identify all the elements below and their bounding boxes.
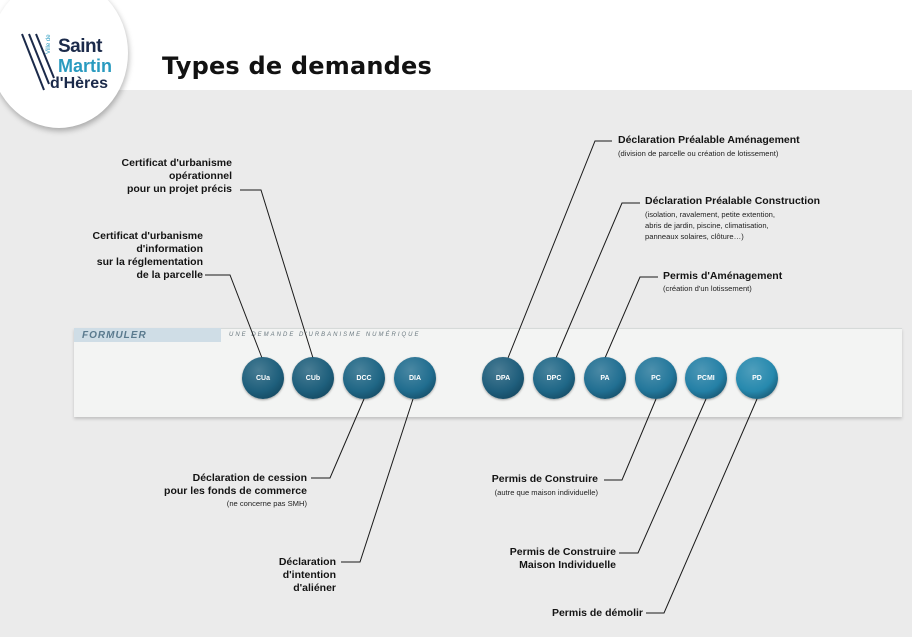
logo [0,0,128,128]
logo-text-saint: Saint [58,36,102,57]
label-cua-line: de la parcelle [136,269,203,281]
label-dia: Déclaration d'intention d'aliéner [279,556,336,595]
connector-cub [240,189,314,359]
logo-mark-icon [21,33,55,91]
label-dpc-note-line: panneaux solaires, clôture…) [645,232,744,241]
connector-dia [341,398,414,563]
connector-pc [604,398,657,481]
bubble-cub[interactable]: CUb [292,357,334,399]
bubble-dcc[interactable]: DCC [343,357,385,399]
label-dpa-note: (division de parcelle ou création de lot… [618,149,779,158]
label-pcmi: Permis de Construire Maison Individuelle [510,546,616,572]
logo-text-heres: d'Hères [50,75,109,92]
connector-dpc [555,202,640,359]
label-dpa-title: Déclaration Préalable Aménagement [618,134,800,146]
label-cua-line: Certificat d'urbanisme [92,230,203,242]
label-pd: Permis de démolir [551,607,643,619]
connector-dpa [507,140,612,359]
label-dcc: Déclaration de cession pour les fonds de… [164,472,307,498]
bubble-pc-label: PC [651,374,661,382]
label-dcc-line: pour les fonds de commerce [164,485,307,497]
label-cub-line: opérationnel [168,170,232,182]
logo-text-martin: Martin [58,56,112,76]
label-pcmi-line: Maison Individuelle [519,559,616,571]
bubble-pd[interactable]: PD [736,357,778,399]
connector-pcmi [619,398,707,554]
bubble-cua[interactable]: CUa [242,357,284,399]
bubble-pc[interactable]: PC [635,357,677,399]
bubble-pd-label: PD [752,374,762,382]
connector-dcc [311,398,365,479]
header-band [0,0,912,90]
connector-cua [205,274,263,359]
label-dpc-notes: (isolation, ravalement, petite extention… [645,209,775,242]
label-cua-line: sur la réglementation [96,256,203,268]
connector-pa [604,276,658,359]
label-pcmi-line: Permis de Construire [509,546,616,558]
label-dcc-note: (ne concerne pas SMH) [226,499,307,508]
bubble-pcmi-label: PCMI [697,374,715,382]
label-dpc-note-line: (isolation, ravalement, petite extention… [645,210,776,219]
bubble-dpc[interactable]: DPC [533,357,575,399]
label-pa-note: (création d'un lotissement) [663,284,752,293]
bubble-dpa-label: DPA [495,374,511,382]
form-band-tab [74,328,221,342]
label-cub-line: pour un projet précis [126,183,232,195]
bubble-pcmi[interactable]: PCMI [685,357,727,399]
label-pc-title: Permis de Construire [491,473,598,485]
label-dcc-line: Déclaration de cession [192,472,307,484]
label-cub: Certificat d'urbanisme opérationnel pour… [122,157,232,196]
label-dpc-note-line: abris de jardin, piscine, climatisation, [645,221,769,230]
connector-pd [646,398,758,614]
label-dia-line: d'intention [282,569,336,581]
label-dia-line: d'aliéner [293,582,336,594]
bubble-dcc-label: DCC [356,374,372,382]
bubble-cub-label: CUb [305,374,321,382]
bubble-dia[interactable]: DIA [394,357,436,399]
label-cub-line: Certificat d'urbanisme [121,157,232,169]
label-pa-title: Permis d'Aménagement [663,270,783,282]
label-cua-line: d'information [136,243,203,255]
form-band-label: FORMULER [82,330,147,341]
label-dpc-title: Déclaration Préalable Construction [645,195,821,207]
bubble-pa-label: PA [600,374,610,382]
bubble-pa[interactable]: PA [584,357,626,399]
bubble-dpa[interactable]: DPA [482,357,524,399]
bubble-dia-label: DIA [408,374,422,382]
page-title: Types de demandes [162,52,432,80]
bubble-cua-label: CUa [255,374,270,382]
label-dia-line: Déclaration [278,556,336,568]
form-band-subtitle: UNE DEMANDE D'URBANISME NUMÉRIQUE [229,332,421,338]
label-cua: Certificat d'urbanisme d'information sur… [93,230,203,282]
label-pc-note: (autre que maison individuelle) [494,488,598,497]
bubble-dpc-label: DPC [546,374,562,382]
